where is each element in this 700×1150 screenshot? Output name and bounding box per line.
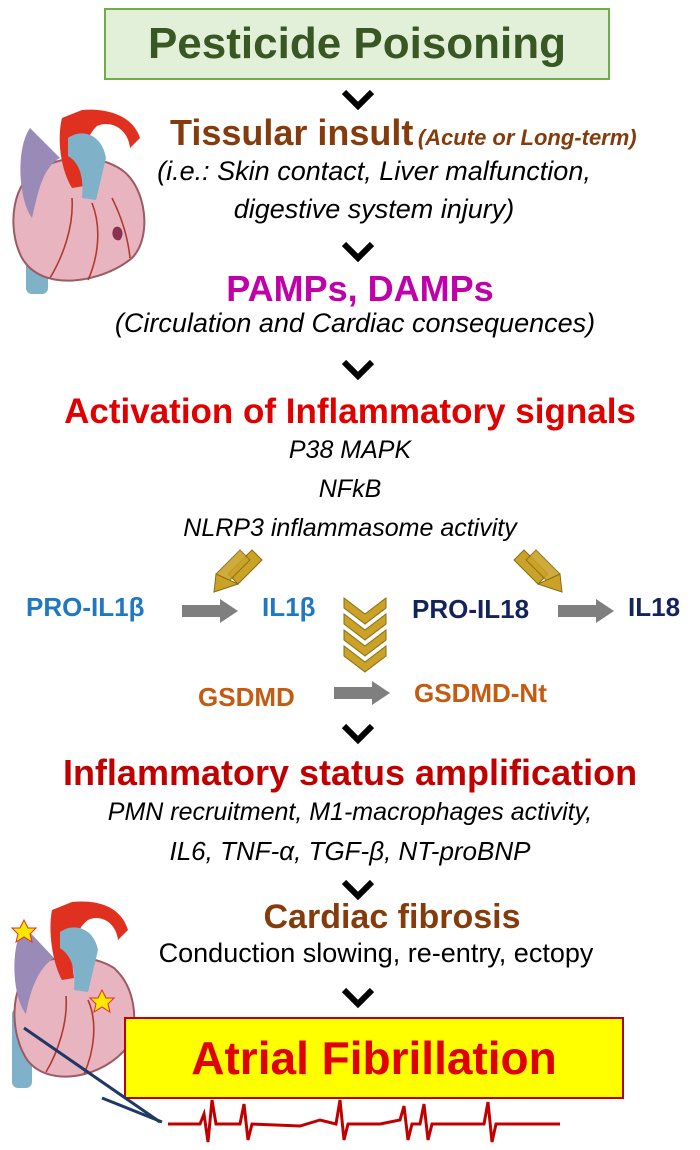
tissular-line1: (i.e.: Skin contact, Liver malfunction, bbox=[157, 156, 591, 186]
fibrosis-heading: Cardiac fibrosis bbox=[263, 898, 521, 936]
coronary-vessels bbox=[49, 197, 131, 281]
activation-item-nfkb: NFkB bbox=[318, 475, 382, 503]
activation-heading: Activation of Inflammatory signals bbox=[64, 392, 636, 431]
activation-item-p38: P38 MAPK bbox=[288, 436, 412, 464]
amplification-line2: IL6, TNF-α, TGF-β, NT-proBNP bbox=[169, 836, 531, 866]
chevron-down-icon bbox=[341, 241, 375, 263]
chevron-down-icon bbox=[341, 359, 375, 381]
heart-illustration-bottom bbox=[10, 901, 136, 1088]
chevron-down-icon bbox=[341, 987, 375, 1009]
gsdmd-nt-label: GSDMD-Nt bbox=[414, 678, 547, 708]
chevron-down-icon bbox=[341, 723, 375, 745]
pamps-subtitle: (Circulation and Cardiac consequences) bbox=[114, 308, 596, 338]
aorta bbox=[50, 901, 128, 980]
pulmonary-artery bbox=[68, 133, 106, 200]
gray-arrow-icon bbox=[558, 599, 614, 623]
tissular-heading: Tissular insult bbox=[170, 112, 414, 153]
pamps-heading: PAMPs, DAMPs bbox=[226, 268, 494, 309]
title: Pesticide Poisoning bbox=[147, 19, 567, 68]
gold-chevron-arrow-icon-down bbox=[343, 596, 387, 673]
ectopic-focus-star bbox=[10, 918, 38, 944]
ecg-trace bbox=[168, 1099, 560, 1143]
atrium bbox=[14, 926, 54, 1014]
outcome-label: Atrial Fibrillation bbox=[191, 1032, 557, 1084]
gold-chevron-arrow-icon-left bbox=[213, 549, 263, 593]
tissular-heading-row: Tissular insult (Acute or Long-term) bbox=[170, 112, 700, 154]
il1b-label: IL1β bbox=[262, 592, 316, 622]
pulmonary-artery bbox=[60, 927, 98, 992]
tissular-line2: digestive system injury) bbox=[233, 194, 515, 224]
amplification-line1: PMN recruitment, M1-macrophages activity… bbox=[107, 798, 593, 826]
coronary-vessels bbox=[45, 995, 95, 1075]
activation-item-nlrp3: NLRP3 inflammasome activity bbox=[183, 514, 517, 542]
gold-chevron-arrow-icon-right bbox=[513, 549, 563, 593]
title-box: Pesticide Poisoning bbox=[104, 8, 610, 80]
chevron-down-icon bbox=[341, 89, 375, 111]
gsdmd-label: GSDMD bbox=[198, 682, 295, 712]
amplification-heading: Inflammatory status amplification bbox=[62, 752, 638, 793]
pointer-line bbox=[101, 1096, 163, 1124]
chevron-down-icon bbox=[341, 879, 375, 901]
gray-arrow-icon bbox=[182, 599, 238, 623]
pointer-line bbox=[23, 1026, 161, 1124]
il18-label: IL18 bbox=[628, 592, 681, 622]
pro-il18-label: PRO-IL18 bbox=[412, 594, 530, 624]
outcome-box: Atrial Fibrillation bbox=[124, 1017, 624, 1099]
lesion bbox=[112, 226, 123, 241]
pro-il1b-label: PRO-IL1β bbox=[26, 592, 145, 622]
fibrosis-subtitle: Conduction slowing, re-entry, ectopy bbox=[158, 938, 594, 968]
atrium bbox=[20, 128, 60, 218]
ectopic-focus-star bbox=[88, 988, 116, 1014]
heart-illustration-top bbox=[12, 109, 146, 294]
gray-arrow-icon bbox=[334, 681, 390, 705]
tissular-qualifier: (Acute or Long-term) bbox=[417, 125, 637, 150]
